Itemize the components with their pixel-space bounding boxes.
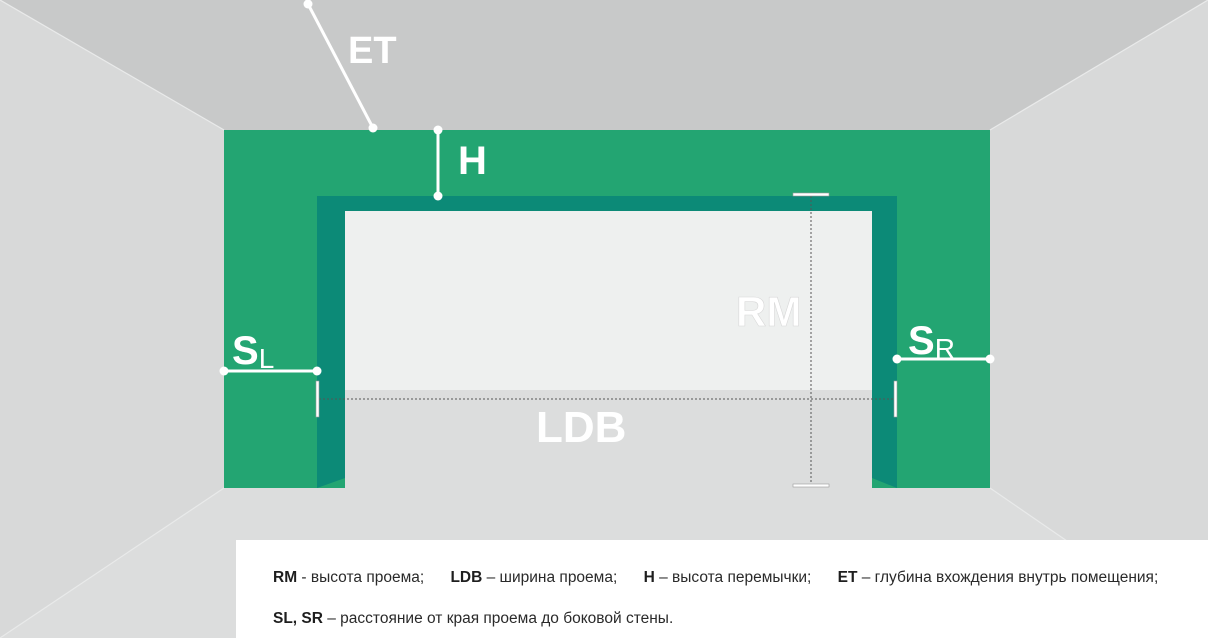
left-side-wall [0,0,224,638]
et-measure [303,0,378,133]
legend-item-sl-sr: SL, SR – расстояние от края проема до бо… [273,610,674,627]
ldb-measure [315,380,898,418]
opening-upper [345,211,872,390]
legend-item-h: H – высота перемычки; [643,569,812,586]
sr-label: SR [908,319,955,364]
opening-lower [345,390,872,488]
h-measure [433,125,443,201]
rm-measure [792,192,830,488]
h-label: H [458,139,487,183]
legend-line-2: SL, SR – расстояние от края проема до бо… [273,610,673,628]
rm-label: RM [736,288,801,335]
sl-label: SL [232,329,274,374]
et-label: ET [348,30,397,72]
legend-line-1: RM - высота проема; LDB – ширина проема;… [273,569,1158,587]
ceiling [0,0,1208,130]
legend-item-et: ET – глубина вхождения внутрь помещения; [837,569,1159,586]
legend-item-ldb: LDB – ширина проема; [450,569,618,586]
ldb-label: LDB [536,403,626,452]
legend-box: RM - высота проема; LDB – ширина проема;… [236,540,1208,638]
right-side-wall [990,0,1208,638]
sr-measure [892,354,995,364]
sl-measure [219,366,322,376]
legend-item-rm: RM - высота проема; [273,569,425,586]
